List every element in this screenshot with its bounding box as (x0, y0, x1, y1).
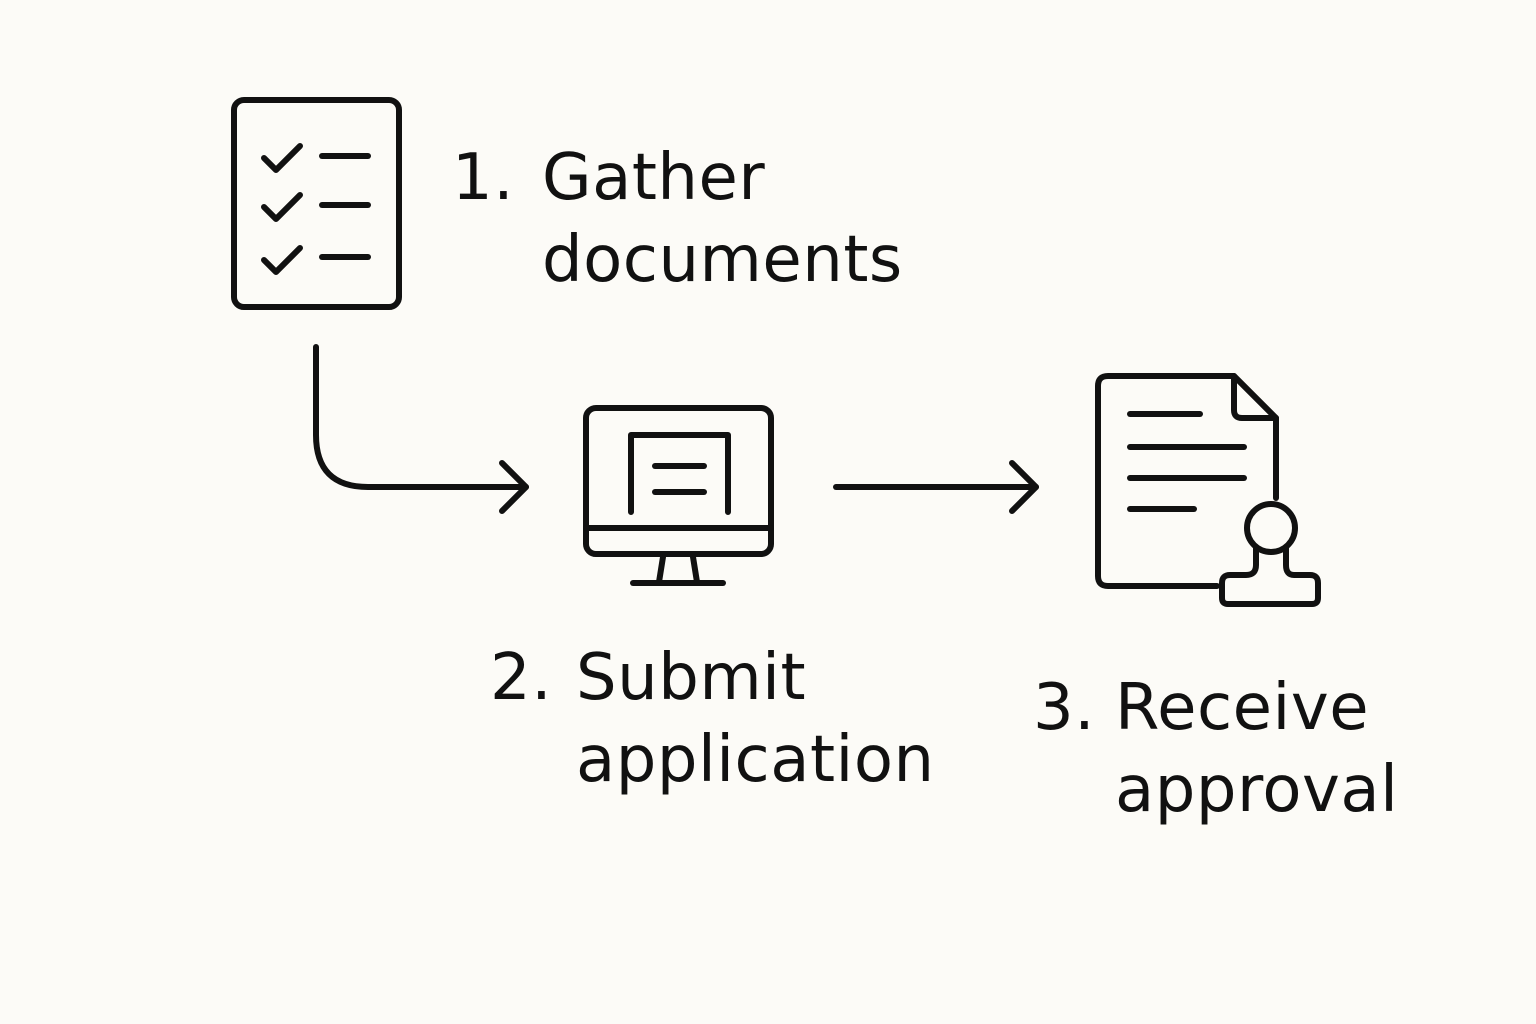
checklist-icon (231, 97, 402, 310)
step-1-number: 1. (452, 141, 515, 215)
step-2-title-line1: Submit (576, 641, 807, 715)
step-1-title-line1: Gather (542, 141, 766, 215)
step-3-title-line2: approval (1115, 753, 1399, 827)
curved-arrow-icon (313, 344, 529, 514)
approved-document-stamp-icon (1095, 373, 1321, 607)
stamp-icon (1219, 501, 1321, 607)
monitor-icon (583, 405, 774, 586)
step-2-title-line2: application (576, 723, 935, 797)
step-2-label: 2. Submit application (490, 637, 935, 801)
step-3-label: 3. Receive approval (1033, 667, 1398, 831)
step-2-number: 2. (490, 641, 553, 715)
step-1-title-line2: documents (542, 223, 903, 297)
arrow-right-icon (833, 460, 1039, 514)
step-3-number: 3. (1033, 671, 1096, 745)
step-1-label: 1. Gather documents (452, 137, 903, 301)
step-3-title-line1: Receive (1115, 671, 1370, 745)
